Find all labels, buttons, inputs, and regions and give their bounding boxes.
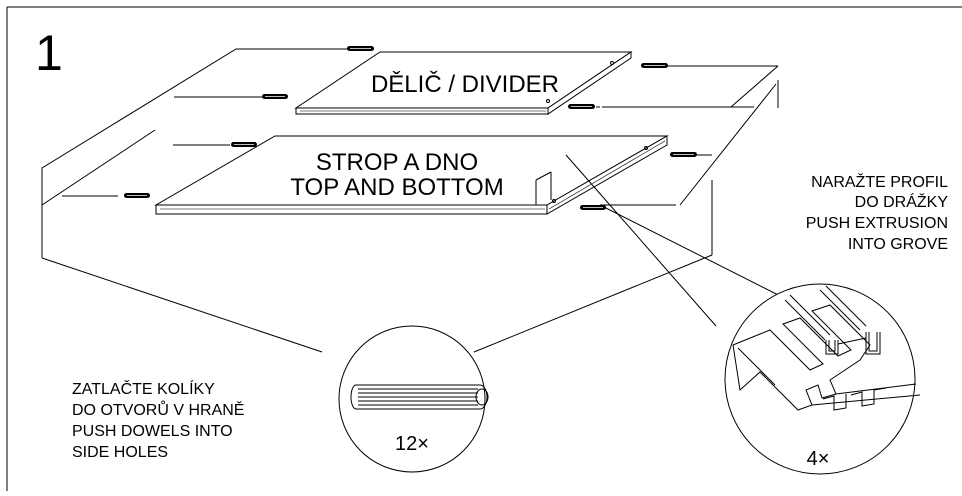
extrusion-detail-icon	[732, 285, 921, 411]
dowel-note-line2: DO OTVORŮ V HRANĚ	[72, 400, 244, 419]
top-bottom-panel	[154, 135, 669, 215]
step-frame	[6, 6, 962, 491]
extrusion-note-line2: DO DRÁŽKY	[855, 192, 949, 211]
extrusion-instruction: NARAŽTE PROFIL DO DRÁŽKY PUSH EXTRUSION …	[806, 172, 949, 253]
dowel-pin-grooves	[127, 48, 694, 208]
dowel-instruction: ZATLAČTE KOLÍKY DO OTVORŮ V HRANĚ PUSH D…	[72, 379, 244, 461]
extrusion-detail-circle	[724, 283, 916, 475]
dowel-note-line1: ZATLAČTE KOLÍKY	[72, 379, 215, 398]
dowel-note-line4: SIDE HOLES	[72, 444, 168, 461]
extrusion-note-line4: INTO GROVE	[848, 236, 948, 253]
dowel-detail-circle	[338, 325, 486, 473]
step-number: 1	[35, 25, 63, 81]
extrusion-note-line1: NARAŽTE PROFIL	[811, 172, 948, 191]
extrusion-leader-lines	[565, 154, 801, 327]
extrusion-quantity: 4×	[807, 448, 830, 470]
divider-panel	[294, 51, 633, 115]
extrusion-detail: 4×	[724, 283, 921, 475]
dowel-detail: 12×	[338, 325, 489, 473]
dowel-note-line3: PUSH DOWELS INTO	[72, 423, 233, 440]
cabinet-outline	[41, 48, 779, 353]
top-bottom-label-line2: TOP AND BOTTOM	[290, 174, 503, 201]
dowel-quantity: 12×	[395, 433, 429, 455]
extrusion-note-line3: PUSH EXTRUSION	[806, 215, 948, 232]
divider-label: DĚLIČ / DIVIDER	[371, 70, 559, 98]
dowel-detail-icon	[350, 384, 489, 410]
top-bottom-label-line1: STROP A DNO	[316, 149, 478, 176]
